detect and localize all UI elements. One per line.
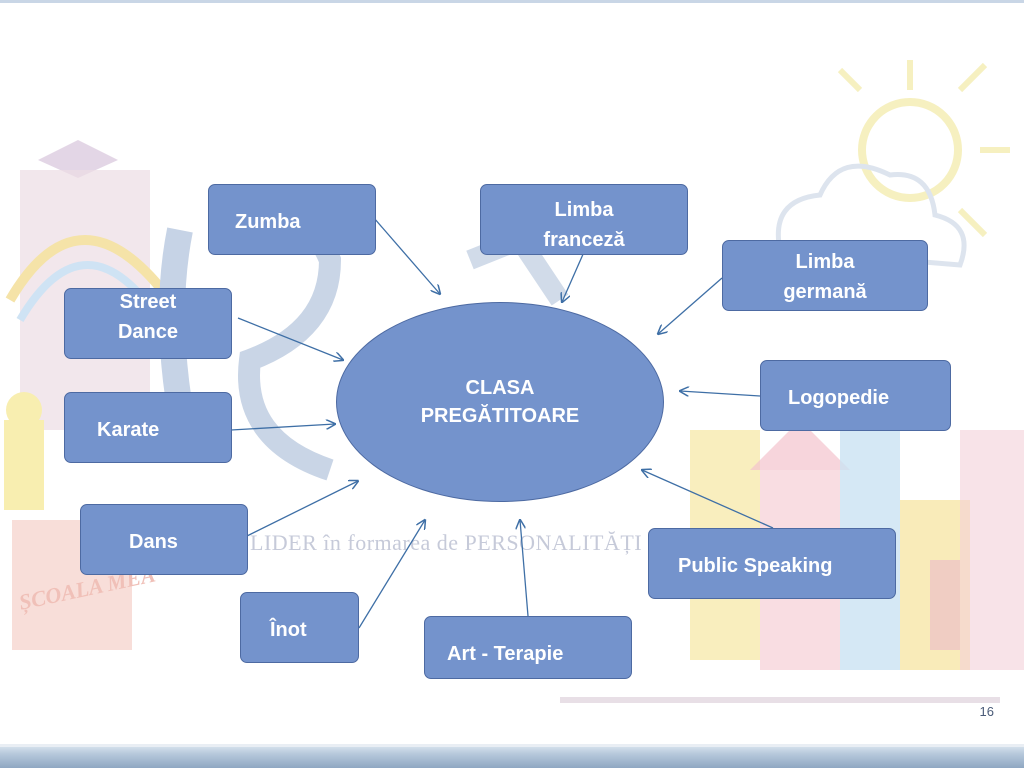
node-label-line1: Limba bbox=[554, 199, 614, 221]
bottom-bar bbox=[0, 744, 1024, 768]
node-label: Art - Terapie bbox=[447, 643, 564, 665]
top-border bbox=[0, 0, 1024, 3]
node-logopedie: Logopedie bbox=[760, 360, 951, 431]
arrow-street-dance bbox=[237, 317, 343, 360]
node-street-dance: Street Dance bbox=[64, 288, 232, 359]
node-label: Public Speaking bbox=[678, 555, 833, 577]
arrow-limba-franceza bbox=[562, 251, 585, 302]
node-inot: Înot bbox=[240, 592, 359, 663]
arrow-limba-germana bbox=[658, 277, 723, 334]
node-label-line1: Limba bbox=[795, 251, 855, 273]
node-label: Zumba bbox=[235, 211, 301, 233]
node-zumba: Zumba bbox=[208, 184, 376, 255]
arrow-logopedie bbox=[680, 391, 761, 397]
watermark-text: LIDER în formarea de PERSONALITĂȚI bbox=[250, 530, 643, 555]
arrow-art-terapie bbox=[520, 520, 529, 617]
node-label: Înot bbox=[270, 619, 307, 641]
node-label-line2: franceză bbox=[543, 229, 625, 251]
node-public-speaking: Public Speaking bbox=[648, 528, 896, 599]
node-label: Logopedie bbox=[788, 387, 890, 409]
arrow-dans bbox=[246, 481, 358, 537]
node-label: Dans bbox=[129, 531, 178, 553]
arrow-karate bbox=[230, 424, 335, 431]
node-label: Karate bbox=[97, 419, 160, 441]
node-label-line2: germană bbox=[783, 281, 867, 303]
slide-number: 16 bbox=[979, 704, 994, 719]
arrow-zumba bbox=[373, 217, 440, 294]
arrow-inot bbox=[358, 520, 425, 629]
node-limba-germana: Limba germană bbox=[722, 240, 928, 311]
arrow-public-speaking bbox=[642, 470, 774, 529]
node-limba-franceza: Limba franceză bbox=[480, 184, 688, 255]
node-art-terapie: Art - Terapie bbox=[424, 616, 632, 679]
node-dans: Dans bbox=[80, 504, 248, 575]
center-node-label-line2: PREGĂTITOARE bbox=[420, 405, 580, 427]
node-karate: Karate bbox=[64, 392, 232, 463]
center-node-label-line1: CLASA bbox=[465, 377, 535, 399]
node-label-line1: Street bbox=[119, 291, 177, 313]
center-node-clasa-pregatitoare: CLASA PREGĂTITOARE bbox=[336, 302, 664, 502]
node-label-line2: Dance bbox=[117, 321, 179, 343]
